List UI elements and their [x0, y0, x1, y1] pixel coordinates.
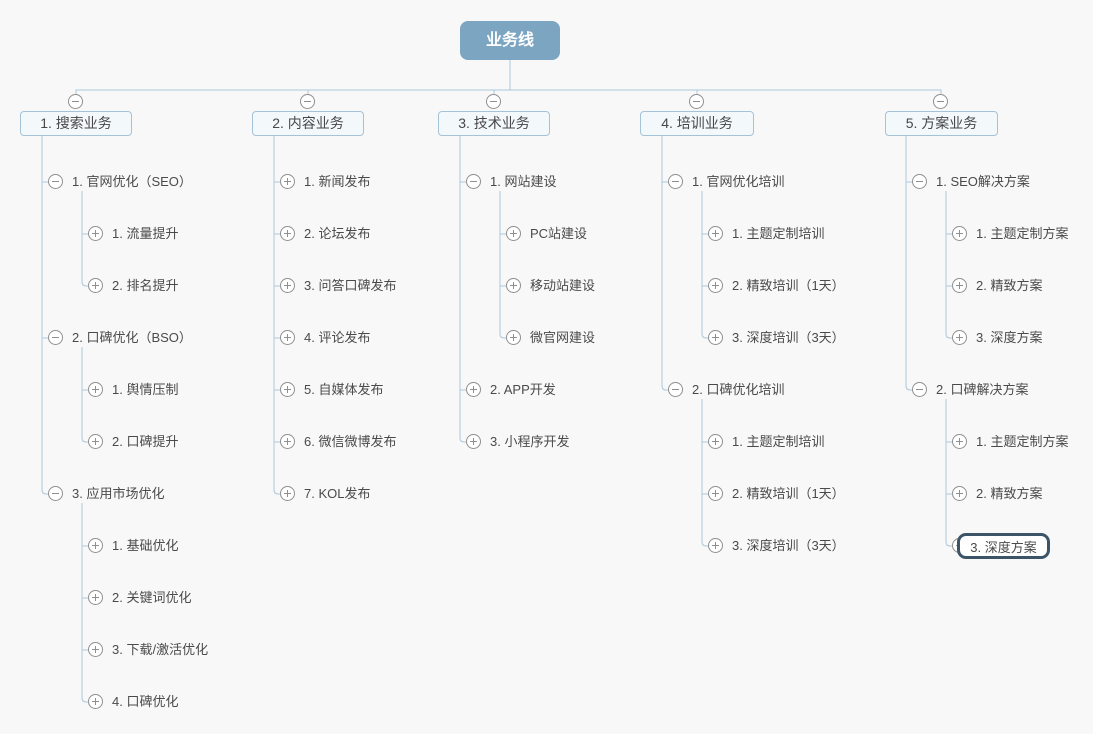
toggle-plus-icon[interactable] — [708, 486, 723, 501]
toggle-minus-icon[interactable] — [466, 174, 481, 189]
toggle-minus-icon[interactable] — [912, 174, 927, 189]
branch-node[interactable]: 4. 培训业务 — [640, 111, 754, 136]
toggle-minus-icon[interactable] — [300, 94, 315, 109]
toggle-minus-icon[interactable] — [689, 94, 704, 109]
toggle-minus-icon[interactable] — [668, 174, 683, 189]
node-label[interactable]: 3. 深度培训（3天） — [732, 330, 845, 345]
node-label[interactable]: 3. 下载/激活优化 — [112, 642, 209, 657]
branch-node[interactable]: 5. 方案业务 — [885, 111, 998, 136]
toggle-plus-icon[interactable] — [280, 226, 295, 241]
toggle-plus-icon[interactable] — [466, 382, 481, 397]
node-label[interactable]: 3. 深度培训（3天） — [732, 538, 845, 553]
node-label[interactable]: 2. 关键词优化 — [112, 590, 192, 605]
toggle-plus-icon[interactable] — [88, 538, 103, 553]
toggle-plus-icon[interactable] — [708, 330, 723, 345]
toggle-plus-icon[interactable] — [88, 382, 103, 397]
node-label[interactable]: 2. 精致培训（1天） — [732, 486, 845, 501]
toggle-plus-icon[interactable] — [466, 434, 481, 449]
node-label[interactable]: 3. 深度方案 — [976, 330, 1043, 345]
node-label[interactable]: 3. 深度方案 — [970, 539, 1037, 555]
toggle-plus-icon[interactable] — [708, 226, 723, 241]
toggle-plus-icon[interactable] — [88, 642, 103, 657]
node-label[interactable]: 1. 新闻发布 — [304, 174, 371, 189]
selected-node[interactable]: 3. 深度方案 — [957, 533, 1050, 559]
node-label[interactable]: PC站建设 — [530, 226, 588, 241]
toggle-plus-icon[interactable] — [952, 226, 967, 241]
toggle-plus-icon[interactable] — [88, 226, 103, 241]
node-label[interactable]: 2. APP开发 — [490, 382, 556, 397]
toggle-plus-icon[interactable] — [952, 486, 967, 501]
toggle-plus-icon[interactable] — [88, 694, 103, 709]
toggle-minus-icon[interactable] — [48, 330, 63, 345]
node-label[interactable]: 1. 官网优化（SEO） — [72, 174, 192, 189]
toggle-plus-icon[interactable] — [88, 590, 103, 605]
toggle-plus-icon[interactable] — [280, 330, 295, 345]
toggle-minus-icon[interactable] — [933, 94, 948, 109]
node-label[interactable]: 1. 舆情压制 — [112, 382, 179, 397]
node-label[interactable]: 2. 口碑优化（BSO） — [72, 330, 192, 345]
toggle-plus-icon[interactable] — [88, 434, 103, 449]
toggle-plus-icon[interactable] — [708, 538, 723, 553]
branch-node[interactable]: 3. 技术业务 — [438, 111, 550, 136]
node-label[interactable]: 2. 排名提升 — [112, 278, 179, 293]
toggle-plus-icon[interactable] — [506, 226, 521, 241]
node-label[interactable]: 2. 精致方案 — [976, 278, 1043, 293]
node-label[interactable]: 微官网建设 — [530, 330, 596, 345]
node-label[interactable]: 移动站建设 — [530, 278, 596, 293]
toggle-plus-icon[interactable] — [506, 330, 521, 345]
node-label[interactable]: 1. 主题定制培训 — [732, 434, 825, 449]
node-label[interactable]: 1. 网站建设 — [490, 174, 557, 189]
toggle-plus-icon[interactable] — [506, 278, 521, 293]
node-label[interactable]: 1. 流量提升 — [112, 226, 179, 241]
node-label[interactable]: 6. 微信微博发布 — [304, 434, 397, 449]
node-label[interactable]: 2. 精致培训（1天） — [732, 278, 845, 293]
node-label[interactable]: 4. 口碑优化 — [112, 694, 179, 709]
toggle-plus-icon[interactable] — [280, 486, 295, 501]
root-node[interactable]: 业务线 — [460, 21, 560, 60]
toggle-minus-icon[interactable] — [668, 382, 683, 397]
node-label[interactable]: 2. 口碑解决方案 — [936, 382, 1029, 397]
node-label[interactable]: 1. 官网优化培训 — [692, 174, 785, 189]
node-label[interactable]: 2. 精致方案 — [976, 486, 1043, 501]
toggle-plus-icon[interactable] — [952, 278, 967, 293]
toggle-minus-icon[interactable] — [486, 94, 501, 109]
toggle-plus-icon[interactable] — [280, 174, 295, 189]
node-label[interactable]: 1. 主题定制方案 — [976, 434, 1069, 449]
node-label[interactable]: 1. SEO解决方案 — [936, 174, 1030, 189]
node-label[interactable]: 2. 口碑提升 — [112, 434, 179, 449]
node-label[interactable]: 3. 小程序开发 — [490, 434, 570, 449]
toggle-minus-icon[interactable] — [48, 174, 63, 189]
node-label[interactable]: 1. 主题定制培训 — [732, 226, 825, 241]
node-label[interactable]: 1. 主题定制方案 — [976, 226, 1069, 241]
toggle-plus-icon[interactable] — [280, 278, 295, 293]
toggle-minus-icon[interactable] — [68, 94, 83, 109]
node-label[interactable]: 4. 评论发布 — [304, 330, 371, 345]
toggle-plus-icon[interactable] — [952, 330, 967, 345]
node-label[interactable]: 2. 口碑优化培训 — [692, 382, 785, 397]
toggle-minus-icon[interactable] — [912, 382, 927, 397]
node-label[interactable]: 2. 论坛发布 — [304, 226, 371, 241]
node-label[interactable]: 3. 应用市场优化 — [72, 486, 165, 501]
toggle-plus-icon[interactable] — [708, 278, 723, 293]
toggle-plus-icon[interactable] — [280, 434, 295, 449]
branch-node[interactable]: 2. 内容业务 — [252, 111, 364, 136]
branch-node[interactable]: 1. 搜索业务 — [20, 111, 132, 136]
node-label[interactable]: 3. 问答口碑发布 — [304, 278, 397, 293]
node-label[interactable]: 1. 基础优化 — [112, 538, 179, 553]
toggle-plus-icon[interactable] — [952, 434, 967, 449]
toggle-plus-icon[interactable] — [280, 382, 295, 397]
node-label[interactable]: 7. KOL发布 — [304, 486, 371, 501]
toggle-plus-icon[interactable] — [88, 278, 103, 293]
toggle-minus-icon[interactable] — [48, 486, 63, 501]
toggle-plus-icon[interactable] — [708, 434, 723, 449]
node-label[interactable]: 5. 自媒体发布 — [304, 382, 384, 397]
